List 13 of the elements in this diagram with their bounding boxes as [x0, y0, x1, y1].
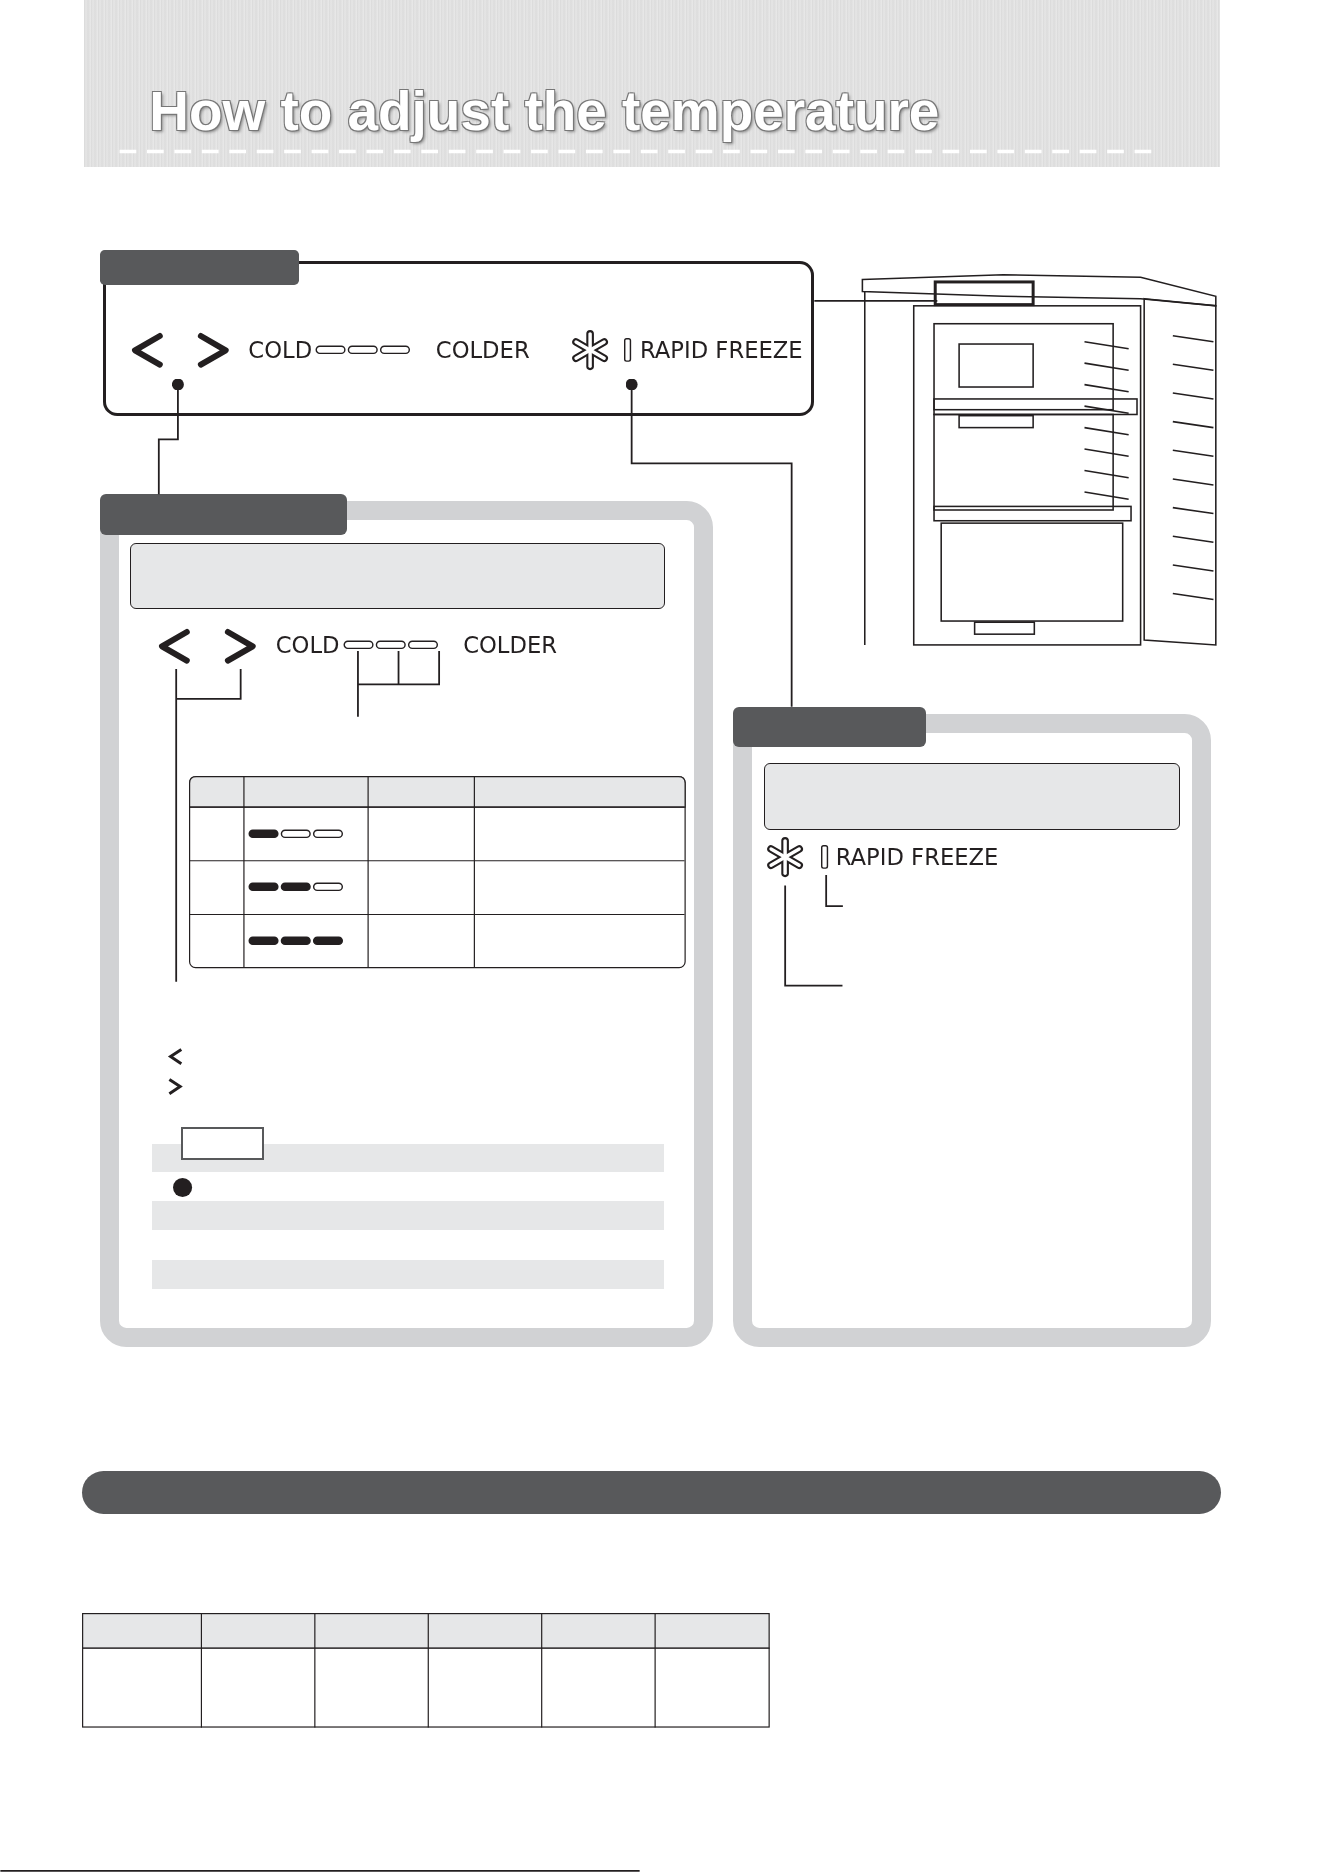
indicator-label: RAPID FREEZE	[640, 339, 803, 362]
connector-line	[625, 378, 793, 708]
indicator-label: COLD	[275, 633, 340, 657]
indicator-label: COLDER	[435, 339, 530, 362]
indicator-label: COLDER	[463, 633, 557, 657]
section-bar	[82, 1471, 1222, 1515]
note-box	[764, 762, 1180, 830]
note-box	[130, 543, 665, 609]
connector-line	[157, 378, 184, 496]
indicator-label: RAPID FREEZE	[835, 846, 999, 870]
leader-line	[813, 300, 939, 302]
refrigerator-drawing	[861, 273, 1217, 646]
indicator-label: COLD	[248, 339, 313, 362]
